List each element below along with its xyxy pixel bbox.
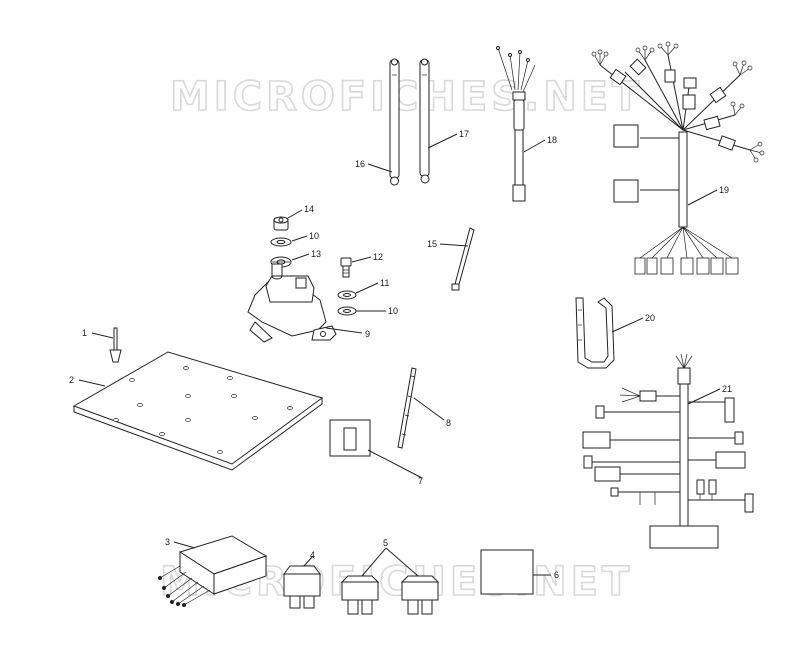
part-18-harness [496, 46, 536, 202]
callout-10-upper: 10 [309, 231, 319, 241]
callout-4: 4 [310, 550, 315, 560]
callout-11: 11 [380, 278, 389, 288]
part-8-strap [397, 367, 417, 449]
callout-8: 8 [446, 418, 451, 428]
part-7-label [329, 419, 371, 457]
callout-1: 1 [82, 328, 87, 338]
callout-20: 20 [645, 313, 655, 323]
part-12-bolt [340, 257, 352, 278]
part-1-rivet [109, 327, 122, 363]
callout-9: 9 [365, 329, 370, 339]
callout-16: 16 [355, 159, 365, 169]
part-11-lockwasher [337, 290, 357, 300]
part-16-rod [389, 58, 400, 186]
callout-labels: 1 2 3 4 5 6 7 8 9 10 11 12 13 10 14 15 1… [69, 129, 732, 580]
part-6-label [480, 549, 534, 595]
part-3-regulator [158, 535, 268, 607]
part-2-plate [72, 351, 324, 471]
part-5-switch-right [400, 575, 440, 615]
part-9-solenoid [247, 263, 337, 343]
callout-5: 5 [383, 538, 388, 548]
callout-7: 7 [418, 476, 423, 486]
callout-6: 6 [554, 570, 559, 580]
callout-13: 13 [311, 249, 321, 259]
callout-15: 15 [427, 239, 437, 249]
part-17-rod [419, 58, 430, 184]
callout-17: 17 [459, 129, 469, 139]
callout-10-lower: 10 [388, 306, 398, 316]
watermark-top: MICROFICHES.NET [170, 74, 643, 120]
callout-2: 2 [69, 375, 74, 385]
part-20-bracket [575, 297, 615, 369]
callout-12: 12 [373, 252, 383, 262]
callout-21: 21 [722, 384, 732, 394]
leader-lines [78, 133, 721, 577]
part-5-switch-left [340, 575, 380, 615]
part-14-nut [273, 216, 289, 231]
callout-3: 3 [165, 537, 170, 547]
callout-14: 14 [304, 204, 314, 214]
part-19-main-harness [591, 41, 765, 275]
callout-19: 19 [719, 185, 729, 195]
part-10-washer-lower [337, 306, 357, 316]
part-21-harness [582, 353, 754, 549]
part-15-strap [451, 227, 475, 291]
part-4-switch [283, 565, 321, 609]
part-10-washer-upper [270, 237, 292, 247]
callout-18: 18 [547, 135, 557, 145]
